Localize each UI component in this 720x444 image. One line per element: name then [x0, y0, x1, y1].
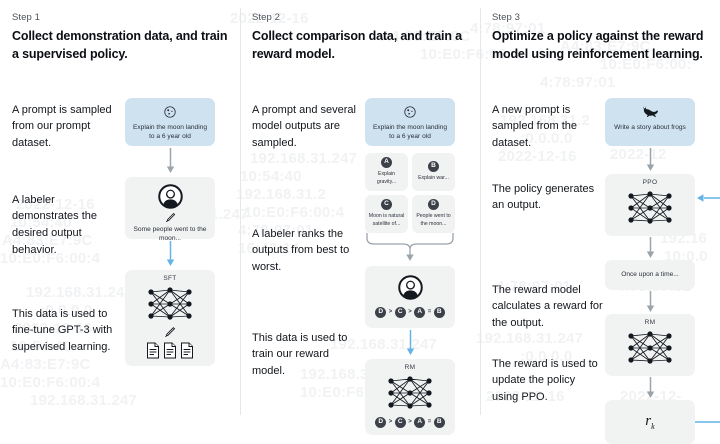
output-text-b: Explain war...	[418, 174, 449, 181]
caption-3-4: The reward is used to update the policy …	[492, 357, 598, 403]
rank-op-2: >	[408, 309, 412, 315]
neural-network-icon	[385, 373, 435, 413]
documents-icon	[146, 342, 194, 359]
sft-model-card[interactable]: SFT	[125, 269, 215, 366]
rank-badge-2: C	[394, 306, 406, 318]
column-1-body: A prompt is sampled from our prompt data…	[12, 78, 228, 418]
column-step-2: Step 2 Collect comparison data, and trai…	[240, 0, 480, 435]
ranking-row-rm: D > C > A = B	[375, 416, 445, 428]
output-badge-a: A	[381, 156, 392, 168]
headline-3: Optimize a policy against the reward mod…	[492, 29, 704, 61]
output-badge-b: B	[428, 160, 439, 172]
output-card-c[interactable]: C Moon is natural satellite of...	[365, 194, 408, 233]
rank-badge-rm-1: D	[375, 416, 387, 428]
arrow-ppo-to-output	[646, 236, 655, 259]
pencil-icon	[165, 212, 176, 223]
pencil-icon	[164, 326, 176, 338]
ppo-card-title: PPO	[642, 178, 658, 186]
labeler-card-1-text: Some people went to the moon...	[133, 225, 207, 243]
rank-op-1: >	[388, 309, 393, 315]
output-text-c: Moon is natural satellite of...	[368, 212, 405, 227]
labeler-icon	[157, 183, 183, 209]
rank-badge-rm-4: B	[433, 416, 445, 428]
column-step-3: Step 3 Optimize a policy against the rew…	[480, 0, 720, 444]
ranking-row-labeler: D > C > A = B	[375, 306, 445, 318]
caption-2-1: A prompt and several model outputs are s…	[252, 103, 356, 149]
reward-symbol: rk	[645, 412, 655, 431]
neural-network-icon	[625, 328, 675, 368]
rank-op-rm-2: >	[408, 419, 412, 425]
column-step-1: Step 1 Collect demonstration data, and t…	[0, 0, 240, 419]
arrow-output-to-rm	[646, 290, 655, 313]
prompt-card-1-text: Explain the moon landing to a 6 year old	[132, 123, 208, 141]
output-card-a[interactable]: A Explain gravity...	[365, 152, 408, 191]
column-divider-2	[480, 8, 481, 415]
caption-3-3: The reward model calculates a reward for…	[492, 283, 603, 329]
prompt-card-2[interactable]: Explain the moon landing to a 6 year old	[365, 97, 455, 146]
headline-1: Collect demonstration data, and train a …	[12, 29, 228, 61]
column-3-body: A new prompt is sampled from the dataset…	[492, 64, 720, 444]
moon-icon	[403, 105, 417, 119]
neural-network-icon	[625, 188, 675, 228]
rm-model-card-step3[interactable]: RM	[605, 313, 695, 376]
brace-outputs-to-labeler	[365, 232, 455, 262]
rm-card-title-step2: RM	[404, 363, 416, 371]
arrow-labeler-to-rm	[406, 329, 415, 356]
labeler-card-1[interactable]: Some people went to the moon...	[125, 176, 215, 242]
step-label-3: Step 3	[492, 12, 521, 23]
column-2-body: A prompt and several model outputs are s…	[252, 78, 468, 435]
output-card-d[interactable]: D People went to the moon...	[412, 194, 455, 233]
prompt-card-3-text: Write a story about frogs	[614, 123, 686, 131]
headline-2: Collect comparison data, and train a rew…	[252, 29, 462, 61]
rm-card-title-step3: RM	[644, 318, 656, 326]
prompt-card-1[interactable]: Explain the moon landing to a 6 year old	[125, 97, 215, 146]
caption-2-2: A labeler ranks the outputs from best to…	[252, 227, 350, 273]
step-label-1: Step 1	[12, 12, 41, 23]
caption-3-1: A new prompt is sampled from the dataset…	[492, 103, 577, 149]
caption-1-1: A prompt is sampled from our prompt data…	[12, 103, 112, 149]
rank-op-rm-1: >	[388, 419, 393, 425]
caption-3-2: The policy generates an output.	[492, 182, 595, 212]
caption-1-2: A labeler demonstrates the desired outpu…	[12, 193, 97, 256]
rank-badge-1: D	[375, 306, 387, 318]
rank-badge-3: A	[414, 306, 426, 318]
output-badge-c: C	[381, 198, 392, 210]
frog-icon	[641, 105, 659, 118]
rank-badge-4: B	[433, 306, 445, 318]
feedback-loop-arrow	[692, 188, 720, 424]
output-card-step3-text: Once upon a time...	[621, 270, 679, 278]
arrow-prompt-to-labeler	[166, 147, 175, 174]
neural-network-icon	[145, 284, 195, 324]
ppo-policy-card[interactable]: PPO	[605, 173, 695, 236]
caption-1-3: This data is used to fine-tune GPT-3 wit…	[12, 307, 113, 353]
arrow-labeler-to-sft	[166, 240, 175, 267]
rank-badge-rm-3: A	[414, 416, 426, 428]
prompt-card-3[interactable]: Write a story about frogs	[605, 97, 695, 146]
output-badge-d: D	[428, 198, 439, 210]
output-card-step3[interactable]: Once upon a time...	[605, 259, 695, 290]
step-label-2: Step 2	[252, 12, 281, 23]
rank-op-3: =	[427, 309, 432, 315]
output-text-a: Explain gravity...	[376, 170, 397, 185]
output-text-d: People went to the moon...	[416, 212, 451, 227]
arrow-prompt-to-ppo	[646, 147, 655, 172]
caption-2-3: This data is used to train our reward mo…	[252, 331, 348, 377]
output-card-b[interactable]: B Explain war...	[412, 152, 455, 191]
sft-card-title: SFT	[163, 274, 177, 282]
reward-card[interactable]: rk	[605, 399, 695, 444]
prompt-card-2-text: Explain the moon landing to a 6 year old	[372, 123, 448, 141]
labeler-card-2[interactable]: D > C > A = B	[365, 265, 455, 328]
labeler-icon	[397, 274, 423, 300]
rank-op-rm-3: =	[427, 419, 432, 425]
moon-icon	[163, 105, 177, 119]
column-divider-1	[240, 8, 241, 415]
rm-model-card-step2[interactable]: RM D > C	[365, 358, 455, 435]
arrow-rm-to-reward	[646, 376, 655, 399]
rank-badge-rm-2: C	[394, 416, 406, 428]
